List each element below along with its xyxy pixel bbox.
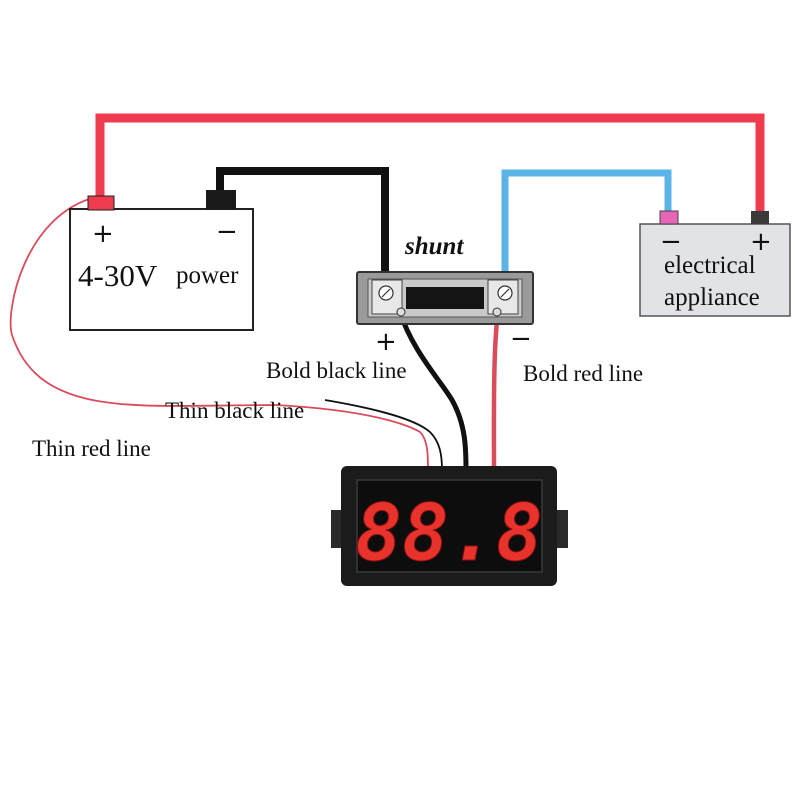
shunt-label: shunt	[404, 233, 464, 260]
shunt-resistor-bar	[406, 287, 484, 309]
bold-red-line-label: Bold red line	[523, 361, 643, 386]
shunt-right-sense-screw-icon	[492, 307, 502, 317]
bold-red-wire-lower	[491, 311, 501, 471]
battery-positive-terminal	[87, 195, 115, 211]
shunt-left-screw-slot	[381, 288, 391, 298]
bold-black-wire-top	[216, 167, 389, 286]
bold-black-wire-lower	[397, 311, 469, 471]
thin-red-wire	[9, 196, 429, 471]
battery-body	[69, 208, 254, 331]
shunt-right-screw-slot	[500, 288, 510, 298]
battery-minus-sign: −	[216, 217, 238, 247]
digital-meter: 88.8	[331, 466, 568, 586]
appliance-negative-terminal	[659, 210, 679, 225]
meter-right-clip	[554, 510, 568, 548]
thin-black-line-label: Thin black line	[165, 398, 304, 423]
bold-red-wire-top	[95, 113, 765, 216]
thin-red-line-label: Thin red line	[32, 436, 151, 461]
thin-black-wire	[324, 399, 443, 471]
shunt-left-sense-screw-icon	[396, 307, 406, 317]
electrical-appliance: − + electrical appliance	[639, 210, 791, 317]
shunt-plus-sign: +	[375, 327, 397, 357]
battery-negative-terminal	[206, 190, 236, 210]
appliance-label-line1: electrical	[664, 252, 756, 279]
appliance-label-line2: appliance	[664, 284, 760, 311]
bold-black-line-label: Bold black line	[266, 358, 407, 383]
meter-display-digits: 88.8	[355, 489, 543, 579]
battery-name-label: power	[176, 262, 239, 289]
appliance-positive-terminal	[751, 211, 769, 224]
shunt: shunt + −	[356, 233, 534, 357]
shunt-minus-sign: −	[510, 324, 532, 354]
battery-plus-sign: +	[92, 219, 114, 249]
appliance-plus-sign: +	[750, 227, 772, 257]
blue-wire	[501, 169, 672, 286]
meter-screen	[356, 479, 543, 573]
battery: + − 4-30V power	[69, 190, 254, 331]
appliance-minus-sign: −	[660, 227, 682, 257]
appliance-body	[639, 223, 791, 317]
battery-voltage-label: 4-30V	[78, 258, 158, 293]
